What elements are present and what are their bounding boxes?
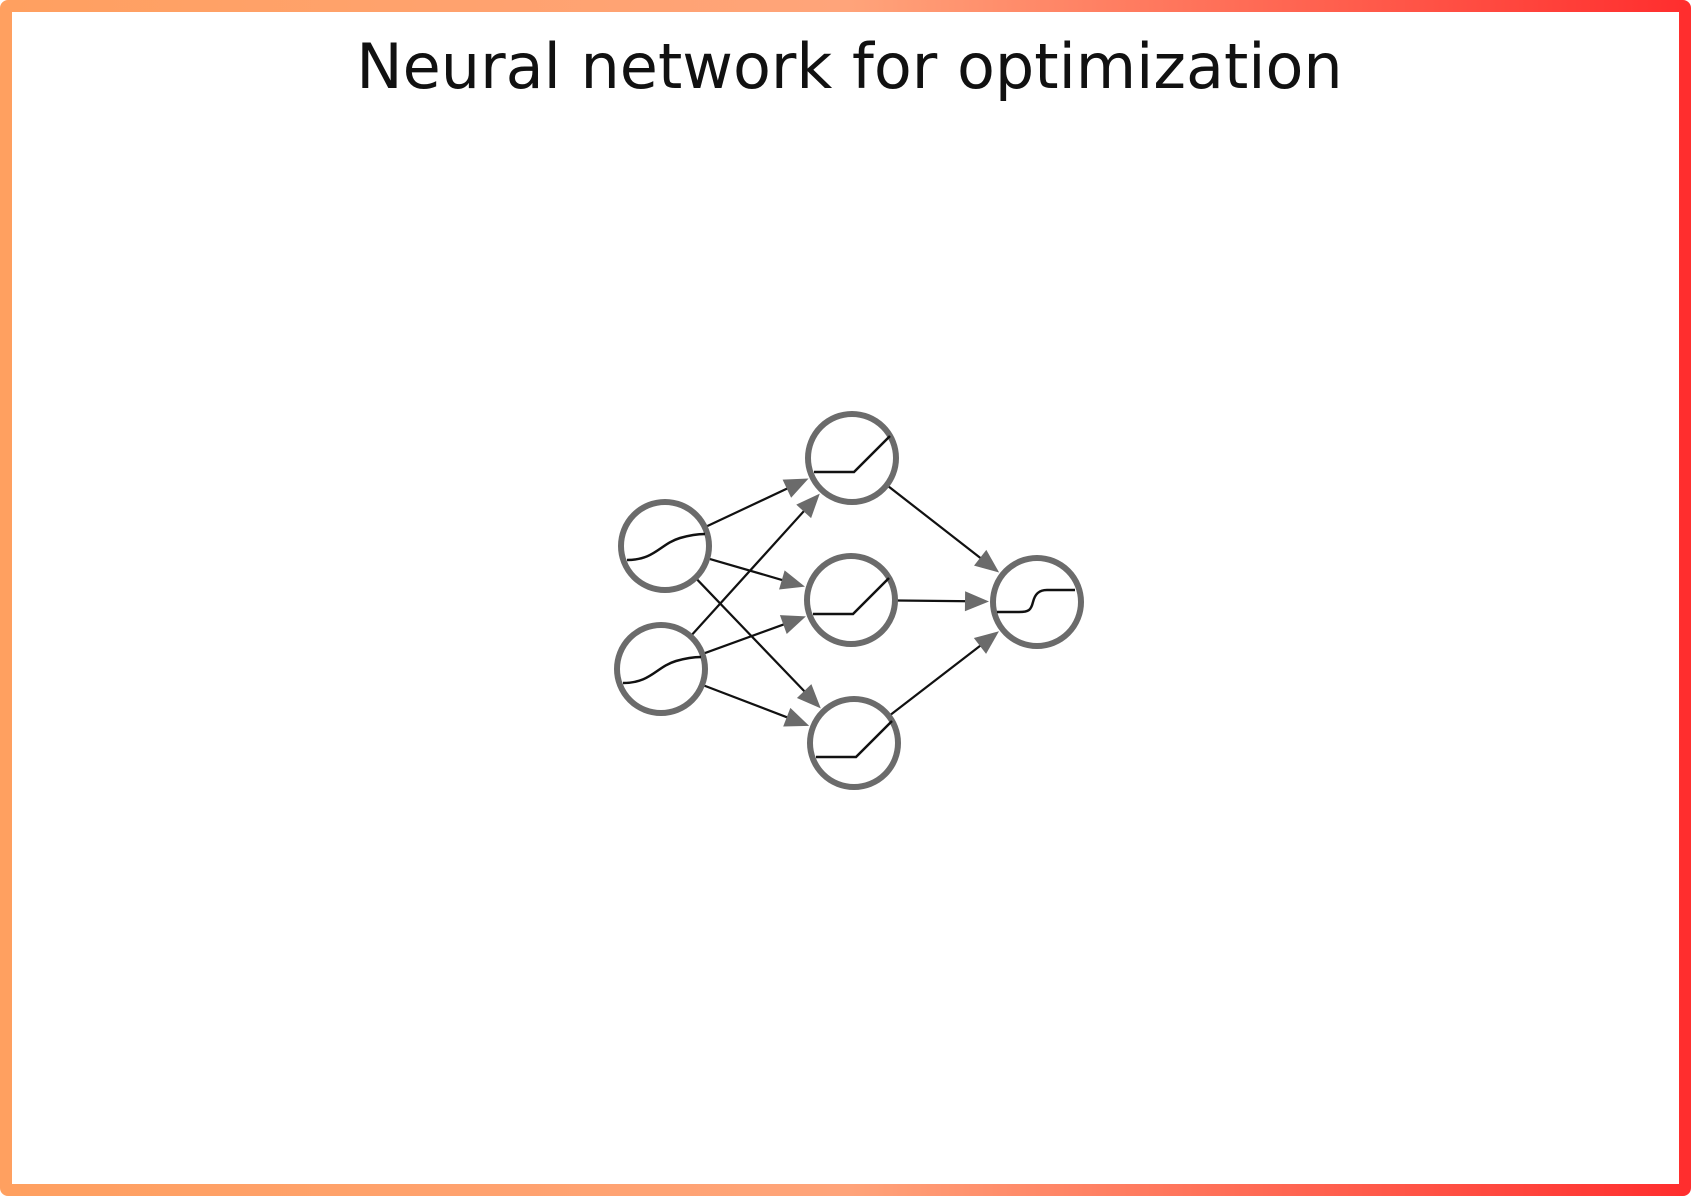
- node-h3: [807, 696, 901, 790]
- edges-layer: [691, 478, 1000, 727]
- relu-icon: [814, 435, 891, 474]
- node-out1: [990, 555, 1084, 649]
- sigmoid-icon: [622, 655, 702, 685]
- edge-h2-out1: [896, 599, 970, 603]
- node-in1: [618, 499, 712, 593]
- edge-h1-out1: [887, 485, 985, 562]
- arrowhead-in1-h1: [782, 478, 809, 498]
- edge-h3-out1: [889, 642, 985, 716]
- arrowhead-in2-h1: [796, 493, 820, 519]
- edge-in2-h1: [691, 507, 808, 636]
- arrowhead-h2-out1: [964, 591, 990, 612]
- neuron-circle: [805, 411, 899, 505]
- edge-in1-h2: [708, 557, 787, 583]
- edge-in1-h1: [706, 485, 792, 528]
- node-h2: [804, 553, 898, 647]
- edge-in2-h2: [703, 621, 789, 655]
- arrowhead-in1-h3: [796, 684, 821, 709]
- arrowhead-h1-out1: [974, 549, 1000, 573]
- arrowhead-in1-h2: [779, 570, 805, 590]
- relu-icon: [816, 720, 893, 759]
- node-h1: [805, 411, 899, 505]
- arrowhead-h3-out1: [973, 631, 999, 654]
- node-in2: [614, 622, 708, 716]
- edge-in2-h3: [703, 684, 792, 720]
- arrowhead-in2-h3: [783, 707, 810, 727]
- relu-icon: [813, 577, 890, 616]
- neuron-circle: [990, 555, 1084, 649]
- sigmoid-icon: [626, 532, 706, 562]
- step-icon: [997, 588, 1075, 614]
- diagram-title: Neural network for optimization: [356, 30, 1343, 103]
- neuron-circle: [804, 553, 898, 647]
- arrowhead-in2-h2: [779, 615, 806, 634]
- neuron-circle: [807, 696, 901, 790]
- nodes-layer: [614, 411, 1084, 790]
